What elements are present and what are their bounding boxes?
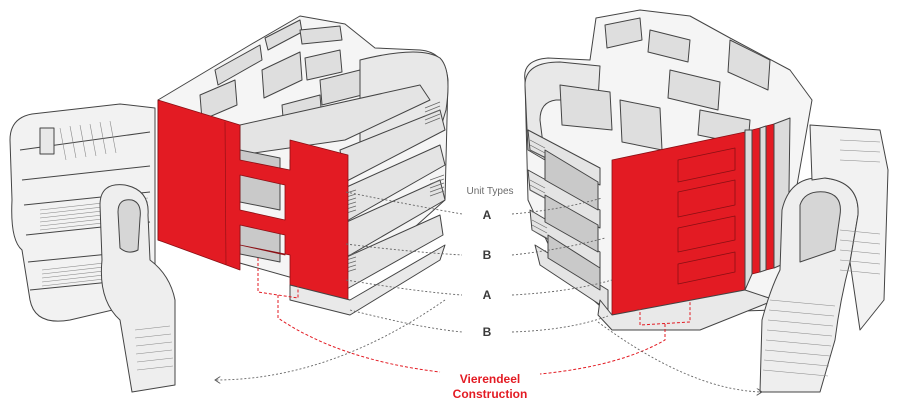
left-red-vierendeel-facade bbox=[157, 99, 349, 301]
unit-type-label-b: B bbox=[482, 248, 492, 262]
right-top-tube bbox=[524, 61, 601, 161]
unit-type-leaders bbox=[345, 191, 613, 333]
unit-type-label-b: B bbox=[482, 325, 492, 339]
leader-a1-right bbox=[511, 197, 603, 215]
arc-right bbox=[597, 321, 762, 392]
leader-b1-left bbox=[345, 243, 463, 256]
leader-b2-right bbox=[511, 315, 609, 333]
right-red-vierendeel-facade bbox=[611, 131, 746, 316]
caption-line-2: Construction bbox=[452, 387, 528, 401]
right-building-icon bbox=[524, 9, 889, 393]
unit-type-label-a: A bbox=[482, 288, 492, 302]
leader-b2-left bbox=[349, 309, 463, 333]
vierendeel-caption: Vierendeel Construction bbox=[390, 372, 590, 402]
unit-type-label-a: A bbox=[482, 208, 492, 222]
curved-arrows bbox=[215, 299, 762, 392]
leader-b1-right bbox=[511, 237, 606, 256]
unit-types-header: Unit Types bbox=[466, 186, 514, 197]
leader-a1-left bbox=[345, 191, 463, 215]
caption-line-1: Vierendeel bbox=[459, 372, 521, 386]
vierendeel-leaders bbox=[257, 258, 691, 375]
left-building-icon bbox=[9, 15, 449, 393]
left-stair-element bbox=[99, 184, 176, 393]
right-wing-block bbox=[809, 124, 889, 331]
